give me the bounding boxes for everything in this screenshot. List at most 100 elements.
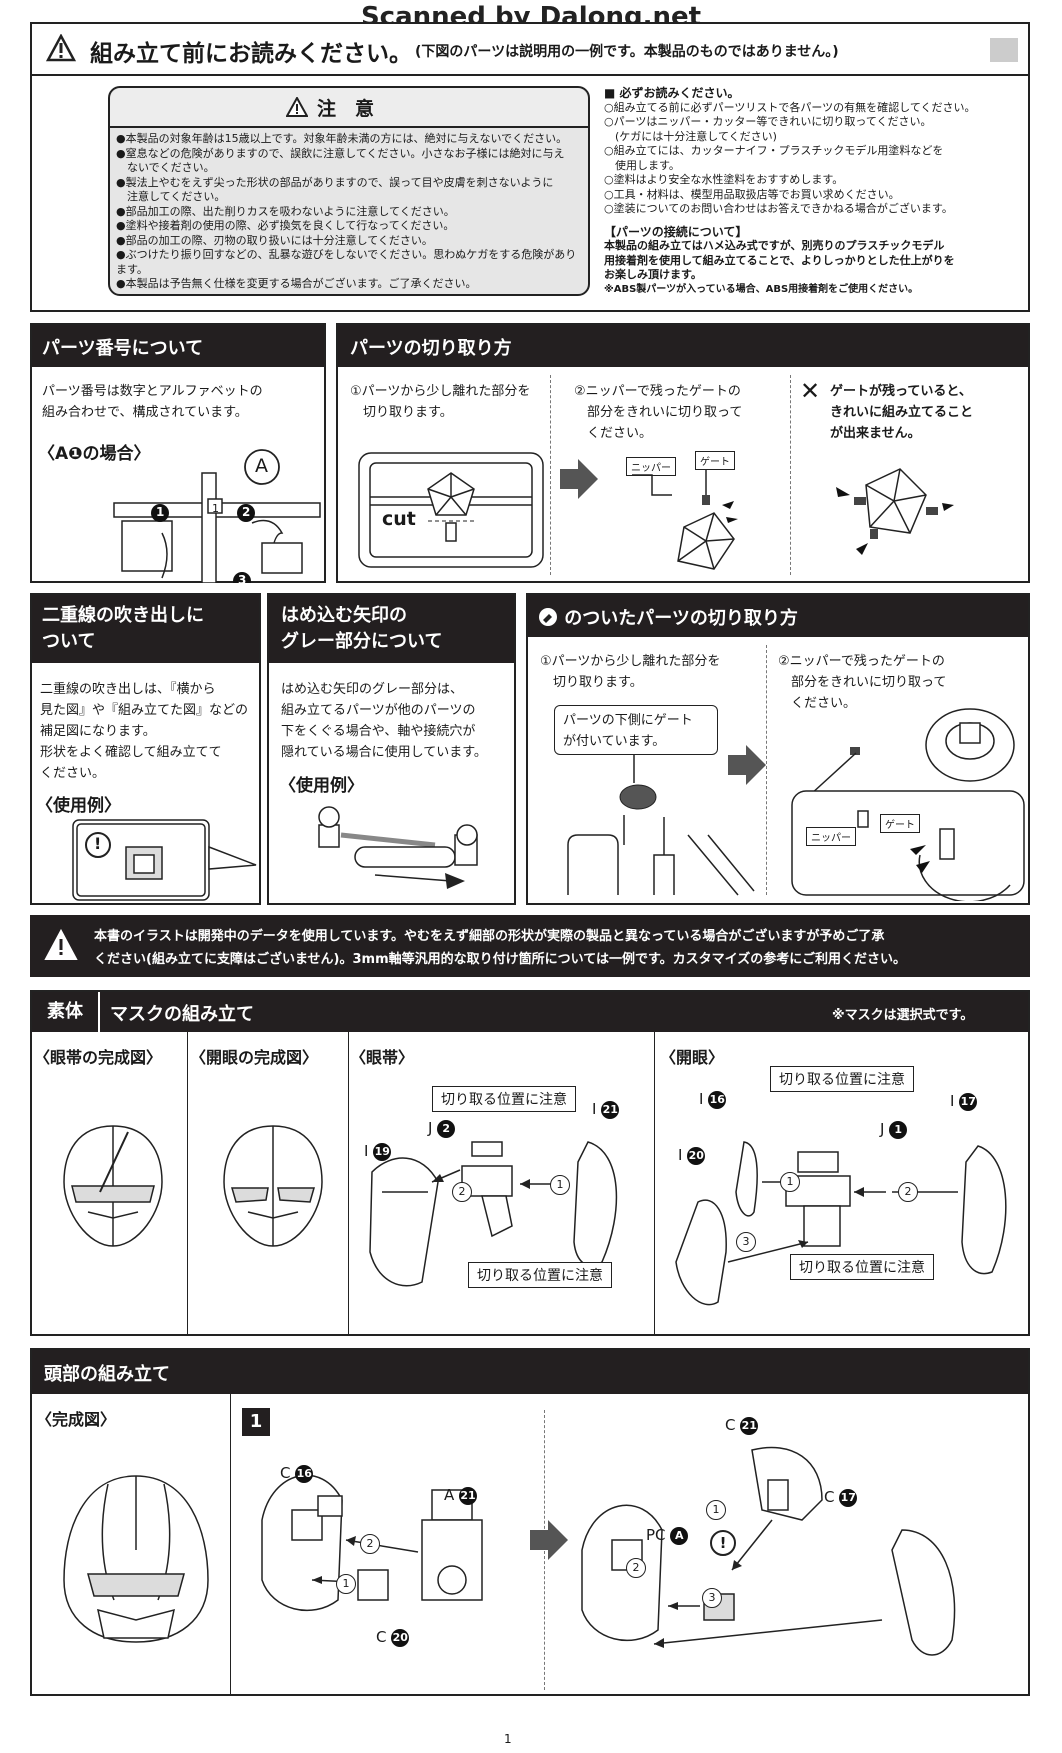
gate-bubble-line: パーツの下側にゲート [563, 713, 693, 728]
fit-arrow-section: はめ込む矢印の グレー部分について はめ込む矢印のグレー部分は、 組み立てるパー… [267, 593, 516, 905]
double-line-section: 二重線の吹き出しに ついて 二重線の吹き出しは、『横から 見た図』や『組み立てた… [30, 593, 261, 905]
mask-open-complete [223, 1125, 323, 1247]
double-line-line: 見た図』や『組み立てた図』などの [40, 703, 249, 718]
fit-arrow-line: 下をくぐる場合や、軸や接続穴が [281, 724, 476, 739]
cutting-warning: ゲートが残っていると、 きれいに組み立てること が出来ません。 [830, 381, 973, 444]
marked-cut-step2-line: ください。 [778, 696, 857, 711]
open-cut-attention-bottom: 切り取る位置に注意 [790, 1254, 934, 1280]
double-line-line: 二重線の吹き出しは、『横から [40, 682, 216, 697]
cutting-section: パーツの切り取り方 ①パーツから少し離れた部分を 切り取ります。 cut ②ニッ… [336, 323, 1030, 583]
step-number: 2 [632, 1561, 640, 1574]
double-line-example: 〈使用例〉 [36, 796, 121, 816]
notice-warning-icon [44, 929, 78, 960]
open-step-1: 1 [780, 1172, 800, 1192]
parts-number-text: パーツ番号は数字とアルファベットの 組み合わせで、構成されています。 [42, 381, 263, 423]
open-part-letter: J [880, 1120, 885, 1138]
connect-line: お楽しみ頂けます。 [604, 268, 702, 281]
eyepatch-cut-attention-bottom: 切り取る位置に注意 [468, 1262, 612, 1288]
open-cut-attention-top: 切り取る位置に注意 [770, 1066, 914, 1092]
parts-number-title-bar: パーツ番号について [32, 325, 324, 367]
marked-cut-step2-line: 部分をきれいに切り取って [778, 675, 947, 690]
cutting-warning-line: が出来ません。 [830, 426, 921, 441]
open-part-i20: I 20 [678, 1146, 706, 1165]
cutting-step2-line: ②ニッパーで残ったゲートの [574, 384, 741, 399]
marked-part-illustration [791, 708, 1025, 901]
caution-item: ●部品加工の際、出た削りカスを吸わないように注意してください。 [116, 204, 455, 218]
eyepatch-part-j2: J 2 [428, 1119, 456, 1138]
marked-gate-label: ゲート [880, 814, 920, 833]
eyepatch-part-i21: I 21 [592, 1100, 620, 1119]
open-step-3: 3 [736, 1232, 756, 1252]
open-part-number: 17 [959, 1092, 978, 1111]
caution-item: ないでください。 [116, 161, 215, 174]
cutting-title-bar: パーツの切り取り方 [338, 325, 1028, 367]
mask-divider [187, 1032, 188, 1334]
head-part-c17: C 17 [824, 1488, 858, 1507]
runner-illustration [113, 449, 321, 583]
cutting-title: パーツの切り取り方 [350, 338, 512, 359]
runner-number-1: 1 [156, 505, 165, 519]
cut-runner-illustration [358, 452, 544, 568]
mask-open-exploded [675, 1141, 1007, 1306]
marked-runner-illustration [567, 755, 755, 896]
head-part-letter: C [824, 1488, 835, 1506]
marked-cut-title: のついたパーツの切り取り方 [564, 608, 798, 629]
open-part-i16: I 16 [699, 1090, 727, 1109]
head-step1-right-illustration [581, 1446, 956, 1656]
fit-arrow-title-line: グレー部分について [281, 631, 443, 652]
read-notes: ■ 必ずお読みください。 ○組み立てる前に必ずパーツリストで各パーツの有無を確認… [604, 86, 1024, 297]
marked-cut-title-bar: のついたパーツの切り取り方 [528, 595, 1028, 637]
step-number: 3 [742, 1235, 750, 1248]
cutting-warning-line: ゲートが残っていると、 [830, 384, 972, 399]
marked-cut-section: のついたパーツの切り取り方 ①パーツから少し離れた部分を 切り取ります。 パーツ… [526, 593, 1030, 905]
marked-cut-divider [766, 645, 767, 895]
head-part-number: 21 [459, 1486, 478, 1505]
cutting-step1-line: ①パーツから少し離れた部分を [350, 384, 531, 399]
double-line-title-line: 二重線の吹き出しに [42, 605, 204, 626]
eyepatch-part-letter: I [364, 1142, 369, 1160]
step-number: 3 [708, 1591, 716, 1604]
double-line-title-bar: 二重線の吹き出しに ついて [32, 595, 259, 663]
head-section: 頭部の組み立て 〈完成図〉 1 C 16 A 21 C [30, 1348, 1030, 1696]
open-part-number: 1 [889, 1120, 908, 1139]
cutting-step2-line: 部分をきれいに切り取って [574, 405, 743, 420]
eyepatch-part-number: 21 [601, 1100, 620, 1119]
fit-arrow-example: 〈使用例〉 [279, 776, 364, 796]
head-part-c20: C 20 [376, 1628, 410, 1647]
head-part-number: 16 [295, 1464, 314, 1483]
caution-item: ●製法上やむをえず尖った形状の部品がありますので、誤って目や皮膚を刺さないように [116, 175, 554, 189]
notice-line: ください(組み立てに支障はございません)。3mm軸等汎用的な取り付け箇所について… [94, 952, 907, 967]
marked-cut-step1: ①パーツから少し離れた部分を 切り取ります。 [540, 651, 720, 693]
open-part-letter: I [699, 1090, 704, 1108]
eyepatch-part-i19: I 19 [364, 1142, 392, 1161]
mask-divider [654, 1032, 655, 1334]
eyepatch-cut-attention-top: 切り取る位置に注意 [432, 1086, 576, 1112]
caution-item: ●ぶつけたり振り回すなどの、乱暴な遊びをしないでください。思わぬケガをする危険が… [116, 248, 577, 276]
head-part-number: A [670, 1526, 689, 1545]
runner-number-3: 3 [238, 573, 247, 587]
read-note-item: ○塗装についてのお問い合わせはお答えできかねる場合がございます。 [604, 202, 953, 215]
mask-tag: 素体 [32, 992, 100, 1032]
read-note-item: ○パーツはニッパー・カッター等できれいに切り取ってください。 [604, 115, 932, 128]
open-part-i17: I 17 [950, 1092, 978, 1111]
double-line-title-line: ついて [42, 631, 96, 652]
caution-item: ●窒息などの危険がありますので、誤飲に注意してください。小さなお子様には絶対に与… [116, 146, 565, 160]
fit-arrow-line: 隠れている場合に使用しています。 [281, 745, 487, 760]
step-number: 2 [458, 1185, 466, 1198]
mask-title: マスクの組み立て [110, 1004, 254, 1025]
read-note-item: ○組み立てる前に必ずパーツリストで各パーツの有無を確認してください。 [604, 100, 976, 114]
read-notes-title: ■ 必ずお読みください。 [604, 86, 740, 100]
gate-bubble-line: が付いています。 [563, 734, 666, 749]
cutting-step2: ②ニッパーで残ったゲートの 部分をきれいに切り取って ください。 [574, 381, 742, 444]
eyepatch-part-number: 2 [437, 1119, 456, 1138]
eyepatch-step-1: 1 [550, 1175, 570, 1195]
notice-line: 本書のイラストは開発中のデータを使用しています。やむをえず細部の形状が実際の製品… [94, 929, 885, 944]
caution-item: ●部品の加工の際、刃物の取り扱いには十分注意してください。 [116, 233, 433, 247]
caution-item: ●本製品の対象年齢は15歳以上です。対象年齢未満の方には、絶対に与えないでくださ… [116, 132, 568, 145]
page-title: 組み立て前にお読みください。 [90, 41, 412, 67]
caution-icon [286, 97, 308, 117]
marked-cut-step1-line: 切り取ります。 [540, 675, 643, 690]
head-complete-label: 〈完成図〉 [36, 1410, 117, 1429]
head-part-number: 20 [391, 1628, 410, 1647]
fit-arrow-line: はめ込む矢印のグレー部分は、 [281, 682, 464, 697]
